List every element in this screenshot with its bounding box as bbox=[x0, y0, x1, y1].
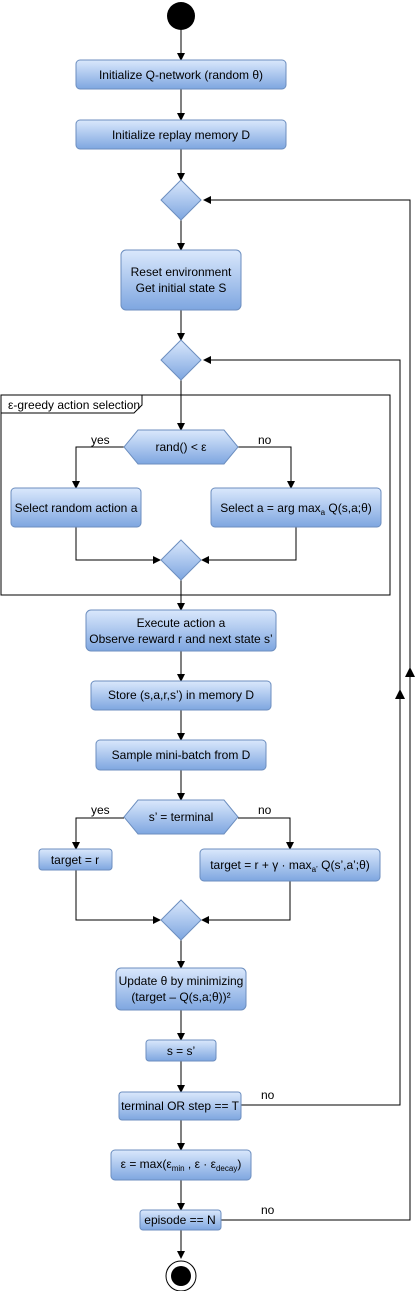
argmax-action-label: Select a = arg maxa Q(s,a;θ) bbox=[220, 501, 372, 517]
update-theta-label: Update θ by minimizing bbox=[119, 974, 244, 988]
update-theta-node: Update θ by minimizing (target – Q(s,a;θ… bbox=[115, 967, 247, 1011]
epsilon-greedy-frame bbox=[0, 394, 391, 596]
init-replay-memory-node: Initialize replay memory D bbox=[75, 119, 287, 150]
target-full-label: target = r + γ · maxa’ Q(s’,a’;θ) bbox=[210, 858, 370, 874]
loop-arrowhead-episode bbox=[405, 667, 415, 677]
argmax-action-node: Select a = arg maxa Q(s,a;θ) bbox=[210, 487, 382, 528]
step-no-label: no bbox=[261, 1088, 275, 1102]
step-merge-diamond bbox=[160, 339, 202, 381]
loop-arrowhead-step bbox=[395, 689, 405, 699]
edge-terminal-no bbox=[238, 817, 294, 850]
random-action-node: Select random action a bbox=[10, 487, 142, 528]
edge-terminal-yes bbox=[72, 817, 124, 850]
edge-argmax-merge bbox=[201, 527, 297, 564]
random-action-label: Select random action a bbox=[15, 501, 138, 515]
rand-yes-label: yes bbox=[91, 433, 110, 447]
action-merge-diamond bbox=[160, 539, 202, 581]
epsilon-greedy-label: ε-greedy action selection bbox=[8, 398, 140, 412]
episode-check-node: episode == N bbox=[139, 1209, 222, 1231]
reset-environment-node: Reset environment Get initial state S bbox=[120, 249, 242, 311]
epsilon-decay-node: ε = max(εmin , ε · εdecay) bbox=[110, 1149, 252, 1181]
edge-rand-yes bbox=[72, 446, 124, 489]
target-merge-diamond bbox=[160, 899, 202, 941]
edge-random-merge bbox=[75, 527, 161, 564]
init-replay-memory-label: Initialize replay memory D bbox=[112, 128, 250, 142]
terminal-no-label: no bbox=[258, 803, 272, 817]
rand-condition-node: rand() < ε bbox=[123, 429, 239, 465]
episode-no-label: no bbox=[261, 1203, 275, 1217]
initial-state-label: Get initial state S bbox=[136, 281, 227, 295]
loss-label: (target – Q(s,a;θ))² bbox=[131, 990, 230, 1004]
assign-state-label: s = s’ bbox=[167, 1044, 195, 1058]
target-r-node: target = r bbox=[38, 848, 113, 871]
start-node bbox=[167, 2, 195, 30]
execute-action-node: Execute action a Observe reward r and ne… bbox=[85, 609, 277, 652]
edge-target-full-merge bbox=[201, 881, 291, 924]
edge-target-r-merge bbox=[75, 870, 161, 924]
observe-reward-label: Observe reward r and next state s’ bbox=[89, 632, 272, 646]
edge-rand-no bbox=[238, 446, 295, 489]
assign-state-node: s = s’ bbox=[145, 1039, 217, 1062]
epsilon-decay-label: ε = max(εmin , ε · εdecay) bbox=[121, 1157, 242, 1173]
sample-minibatch-label: Sample mini-batch from D bbox=[112, 748, 251, 762]
store-transition-label: Store (s,a,r,s’) in memory D bbox=[108, 688, 254, 702]
terminal-condition-node: s’ = terminal bbox=[123, 799, 239, 835]
edge-step-check-no-loop bbox=[203, 356, 401, 1106]
terminal-condition-label: s’ = terminal bbox=[149, 810, 214, 824]
episode-merge-diamond bbox=[160, 179, 202, 221]
edge-episode-check-no-loop bbox=[203, 196, 411, 1221]
rand-no-label: no bbox=[258, 433, 272, 447]
episode-check-label: episode == N bbox=[144, 1213, 215, 1227]
init-q-network-node: Initialize Q-network (random θ) bbox=[75, 59, 287, 90]
epsilon-greedy-tab bbox=[0, 395, 143, 414]
terminal-yes-label: yes bbox=[91, 803, 110, 817]
store-transition-node: Store (s,a,r,s’) in memory D bbox=[90, 680, 272, 711]
reset-environment-label: Reset environment bbox=[131, 265, 232, 279]
end-node bbox=[165, 1260, 197, 1291]
edges bbox=[72, 30, 415, 1259]
execute-action-label: Execute action a bbox=[137, 616, 226, 630]
step-check-label: terminal OR step == T bbox=[121, 1099, 239, 1113]
init-q-network-label: Initialize Q-network (random θ) bbox=[99, 68, 263, 82]
step-check-node: terminal OR step == T bbox=[118, 1091, 242, 1121]
target-r-label: target = r bbox=[51, 853, 99, 867]
sample-minibatch-node: Sample mini-batch from D bbox=[95, 739, 267, 771]
target-full-node: target = r + γ · maxa’ Q(s’,a’;θ) bbox=[199, 848, 381, 882]
rand-condition-label: rand() < ε bbox=[155, 440, 207, 454]
